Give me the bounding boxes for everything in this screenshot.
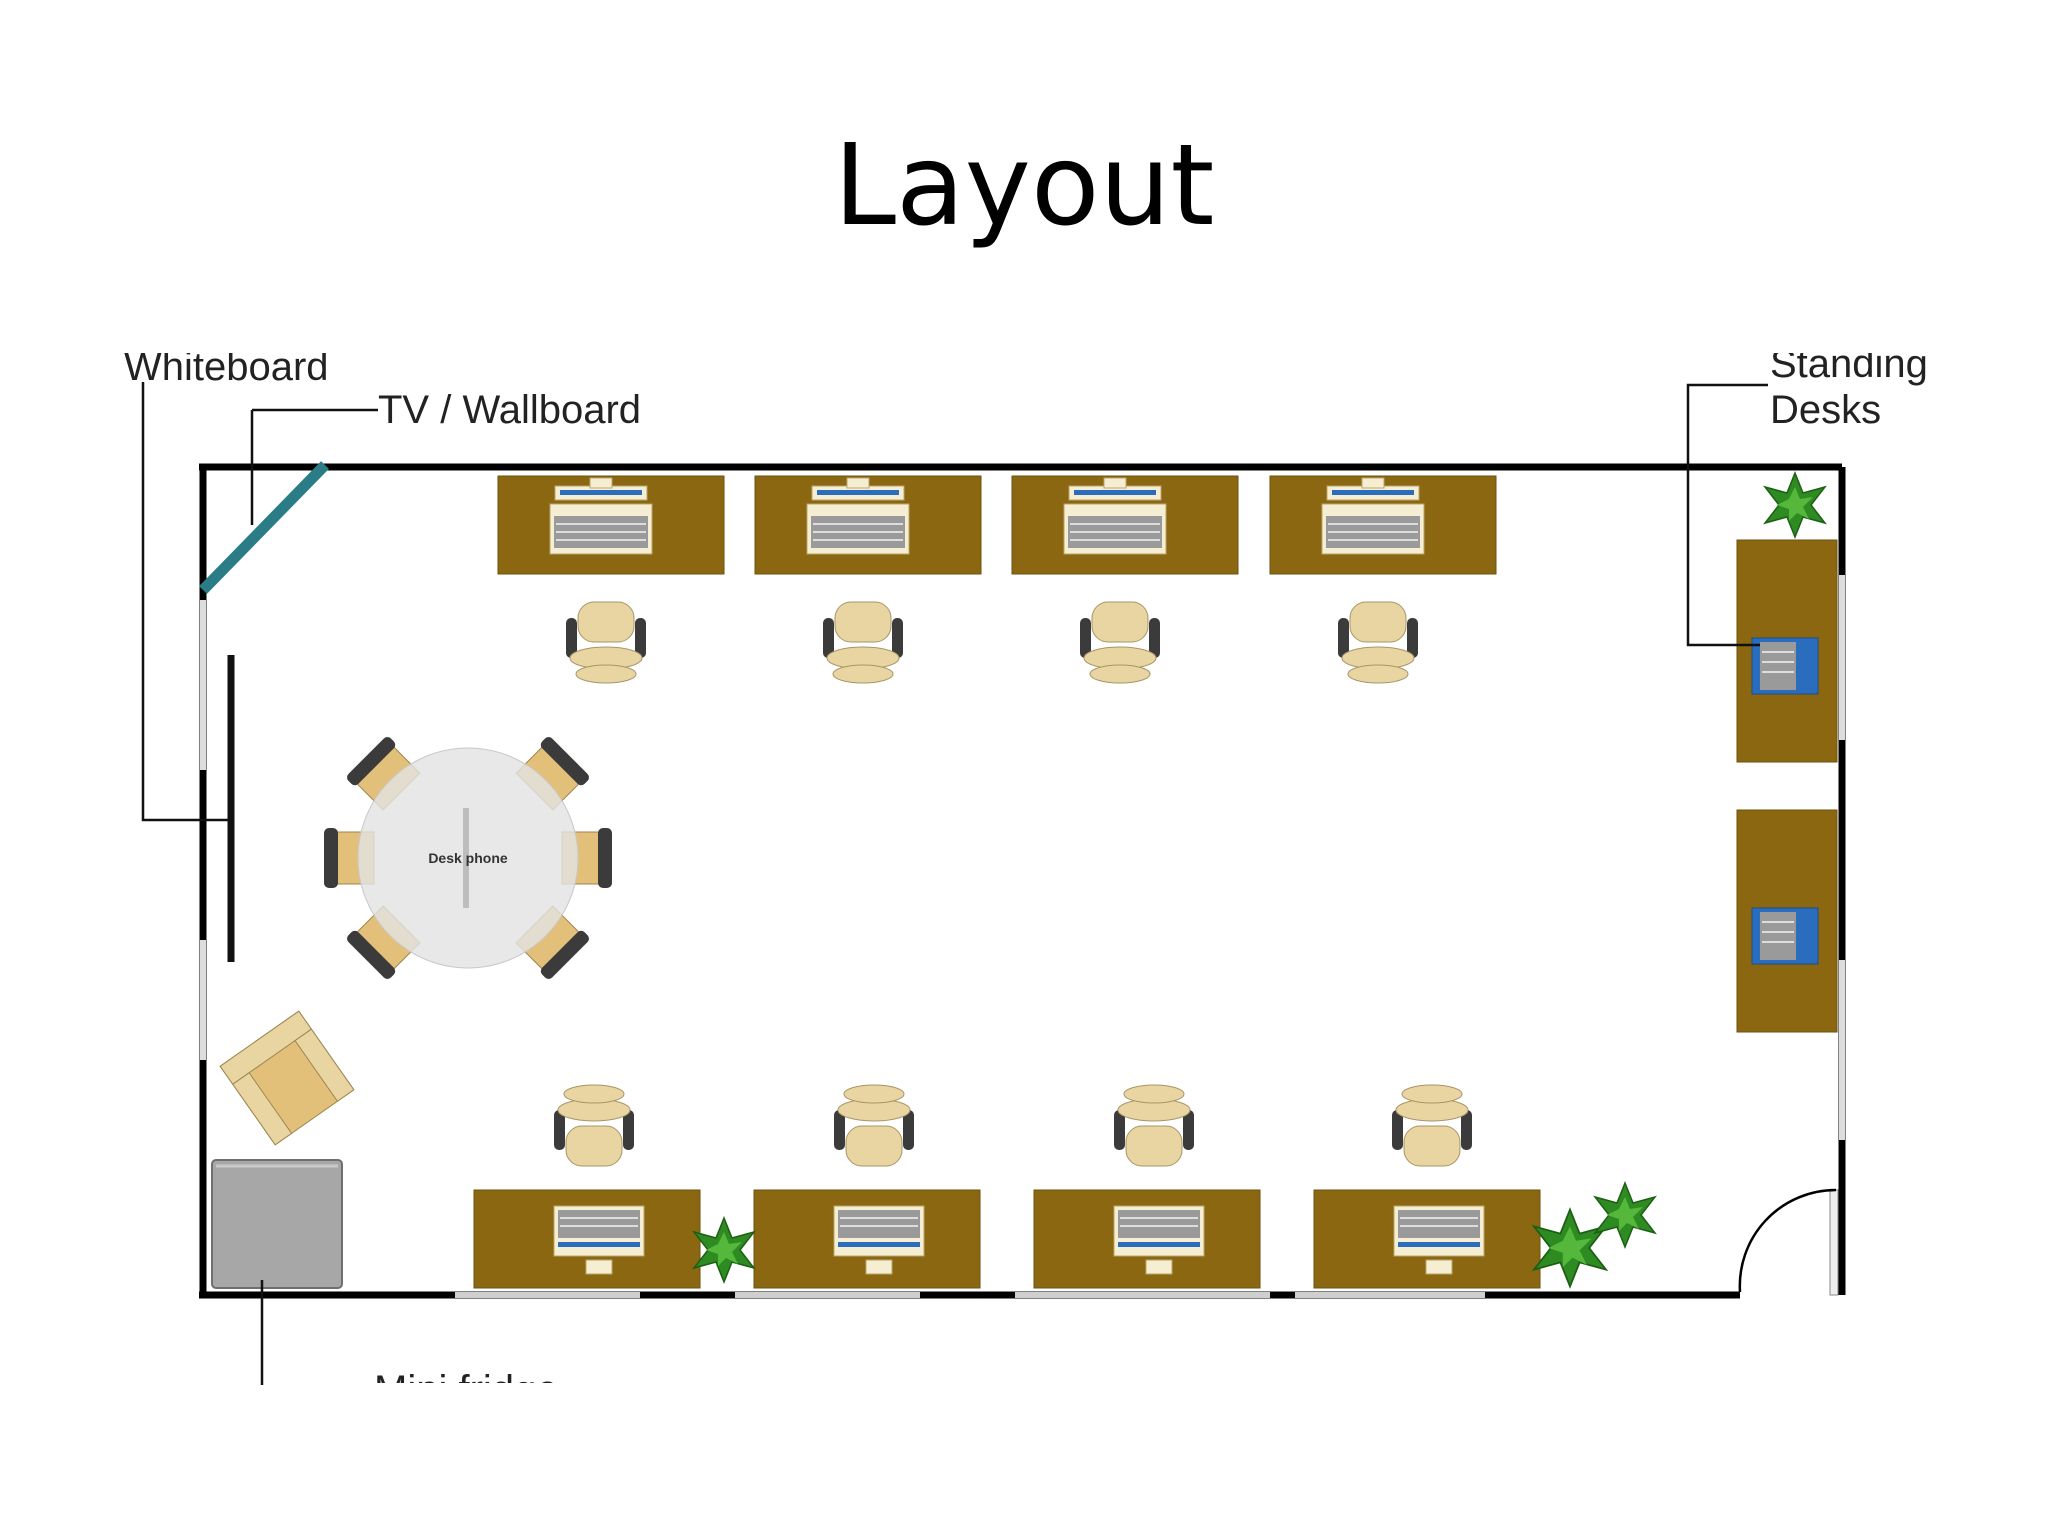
tv-wallboard (199, 461, 329, 594)
plant-4 (1594, 1182, 1656, 1248)
plant-2 (693, 1217, 755, 1283)
desk-phone-label: Desk phone (428, 850, 508, 866)
chair-top-4 (1337, 601, 1419, 684)
tv-wallboard-label: TV / Wallboard (378, 388, 641, 432)
workstation-bottom-1 (473, 1189, 701, 1289)
lounge-chair (219, 1010, 355, 1146)
workstation-top-4 (1269, 475, 1497, 575)
chair-bottom-2 (833, 1084, 915, 1167)
mini-fridge (211, 1159, 343, 1289)
workstation-bottom-2 (753, 1189, 981, 1289)
workstation-top-2 (754, 475, 982, 575)
meeting-table: Desk phone (323, 734, 613, 982)
chair-bottom-4 (1391, 1084, 1473, 1167)
leader-lines (141, 382, 1768, 1385)
workstation-top-3 (1011, 475, 1239, 575)
room-walls (199, 463, 1846, 1299)
workstation-bottom-4 (1313, 1189, 1541, 1289)
chair-top-3 (1079, 601, 1161, 684)
standing-desks-label-line1: Standing (1770, 342, 1928, 386)
chair-bottom-1 (553, 1084, 635, 1167)
plant-3 (1533, 1208, 1607, 1288)
chair-bottom-3 (1113, 1084, 1195, 1167)
standing-desks-label-line2: Desks (1770, 388, 1881, 432)
standing-desk-1 (1736, 539, 1838, 763)
chair-top-1 (565, 601, 647, 684)
plant-1 (1764, 472, 1826, 538)
chair-top-2 (822, 601, 904, 684)
whiteboard-label: Whiteboard (124, 345, 329, 389)
slide-title: Layout (833, 121, 1215, 251)
workstation-top-1 (497, 475, 725, 575)
workstation-bottom-3 (1033, 1189, 1261, 1289)
mini-fridge-label: Mini fridge (374, 1368, 559, 1412)
door (1738, 1188, 1839, 1296)
standing-desk-2 (1736, 809, 1838, 1033)
